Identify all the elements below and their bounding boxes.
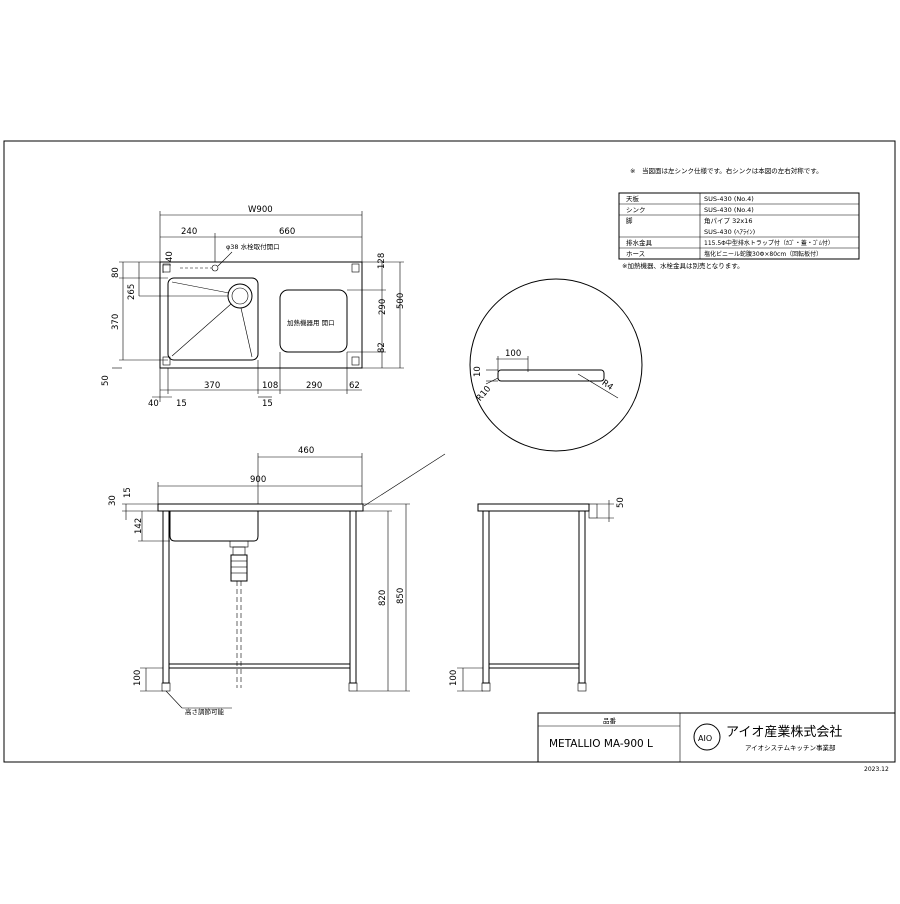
front-dim-15: 15 bbox=[123, 487, 133, 498]
detail-edge-profile bbox=[497, 369, 605, 382]
front-dim-850: 850 bbox=[396, 588, 406, 604]
dim-290-right: 290 bbox=[378, 299, 388, 315]
dim-128: 128 bbox=[377, 253, 387, 269]
dim-290-bottom: 290 bbox=[306, 381, 322, 391]
detail-r10: R10 bbox=[475, 384, 493, 403]
note-top: ※ 当図面は左シンク仕様です。右シンクは本図の左右対称です。 bbox=[630, 166, 823, 175]
spec-material-2: 角パイプ 32x16 bbox=[704, 216, 752, 225]
front-bottom-rail bbox=[168, 663, 351, 669]
dim-40-bottom: 40 bbox=[148, 399, 159, 409]
faucet-hole bbox=[211, 264, 219, 272]
dim-15-left: 15 bbox=[176, 399, 187, 409]
front-leg-left bbox=[162, 510, 170, 684]
front-leg-right bbox=[349, 510, 357, 684]
spec-part-1: シンク bbox=[626, 206, 646, 214]
front-dim-820: 820 bbox=[378, 590, 388, 606]
dim-265: 265 bbox=[127, 284, 137, 300]
model-number: METALLIO MA-900 L bbox=[549, 738, 653, 750]
front-view: 460 900 30 15 142 bbox=[108, 446, 410, 716]
drain-outer bbox=[227, 283, 253, 309]
drain-inner bbox=[231, 287, 249, 305]
spec-part-2: 脚 bbox=[626, 216, 633, 225]
spec-material-5: 塩化ビニール蛇腹30Φ×80cm（回転板付） bbox=[704, 250, 822, 258]
side-bottom-rail bbox=[488, 663, 580, 669]
side-dim-100: 100 bbox=[449, 670, 459, 686]
spec-material-4: 115.5Φ中型排水トラップ付（ｶｺﾞ・蓋・ｺﾞﾑ付） bbox=[704, 239, 834, 247]
company-logo-text: AIO bbox=[698, 734, 712, 743]
detail-circle bbox=[469, 278, 643, 452]
faucet-hole-label: φ38 水栓取付開口 bbox=[226, 242, 280, 251]
dim-15-mid: 15 bbox=[262, 399, 273, 409]
dim-62: 62 bbox=[349, 381, 360, 391]
plan-view: W900 240 660 φ38 水栓取付開口 40 加熱機器用 開口 bbox=[101, 205, 406, 409]
plan-top-outline bbox=[159, 261, 363, 369]
dim-40-top: 40 bbox=[165, 251, 175, 262]
side-dim-50: 50 bbox=[616, 497, 626, 508]
dim-w900: W900 bbox=[248, 205, 273, 215]
drawing-frame bbox=[3, 140, 896, 763]
spec-material-0: SUS-430 (No.4) bbox=[704, 195, 754, 203]
heater-opening bbox=[279, 289, 348, 353]
company-name: アイオ産業株式会社 bbox=[726, 724, 842, 740]
front-top-slab bbox=[157, 503, 364, 512]
dim-82: 82 bbox=[377, 342, 387, 353]
side-view: 50 100 bbox=[449, 497, 626, 692]
note-bottom: ※加熱機器、水栓金具は別売となります。 bbox=[622, 261, 744, 270]
spec-material-3: SUS-430 (ﾍｱﾗｲﾝ) bbox=[704, 228, 755, 236]
side-leg-left bbox=[482, 510, 490, 684]
front-dim-100: 100 bbox=[133, 670, 143, 686]
sink-bowl bbox=[167, 277, 259, 361]
spec-part-0: 天板 bbox=[626, 194, 640, 203]
detail-dim-10: 10 bbox=[473, 366, 483, 377]
company-logo bbox=[693, 723, 721, 751]
dim-370-left: 370 bbox=[111, 314, 121, 330]
spec-part-4: 排水金具 bbox=[626, 238, 653, 247]
spec-material-1: SUS-430 (No.4) bbox=[704, 206, 754, 214]
side-leg-right bbox=[578, 510, 586, 684]
title-block: 品番 METALLIO MA-900 L AIO アイオ産業株式会社 アイオシス… bbox=[537, 712, 896, 763]
front-dim-460: 460 bbox=[298, 446, 314, 456]
front-dim-900: 900 bbox=[250, 475, 266, 485]
front-dim-142: 142 bbox=[134, 518, 144, 534]
heater-opening-label: 加熱機器用 開口 bbox=[287, 318, 335, 327]
detail-dim-100: 100 bbox=[505, 349, 521, 359]
drawing-date: 2023.12 bbox=[864, 766, 889, 773]
dim-50: 50 bbox=[101, 375, 111, 386]
front-sink-bowl bbox=[169, 511, 259, 542]
side-top-slab bbox=[477, 503, 590, 512]
part-no-label: 品番 bbox=[603, 717, 617, 725]
spec-table: 天板 SUS-430 (No.4) シンク SUS-430 (No.4) 脚 角… bbox=[618, 192, 860, 260]
detail-r4: R4 bbox=[600, 378, 615, 393]
dim-108: 108 bbox=[262, 381, 278, 391]
dim-660: 660 bbox=[279, 227, 295, 237]
dim-240: 240 bbox=[181, 227, 197, 237]
edge-detail: 100 10 R10 R4 bbox=[363, 278, 643, 507]
front-dim-30: 30 bbox=[108, 495, 118, 506]
company-division: アイオシステムキッチン事業部 bbox=[745, 743, 836, 752]
dim-80: 80 bbox=[111, 267, 121, 278]
spec-part-5: ホース bbox=[626, 250, 645, 258]
dim-370-bottom: 370 bbox=[204, 381, 220, 391]
dim-500: 500 bbox=[396, 293, 406, 309]
adjust-note: 高さ調節可能 bbox=[185, 707, 225, 716]
